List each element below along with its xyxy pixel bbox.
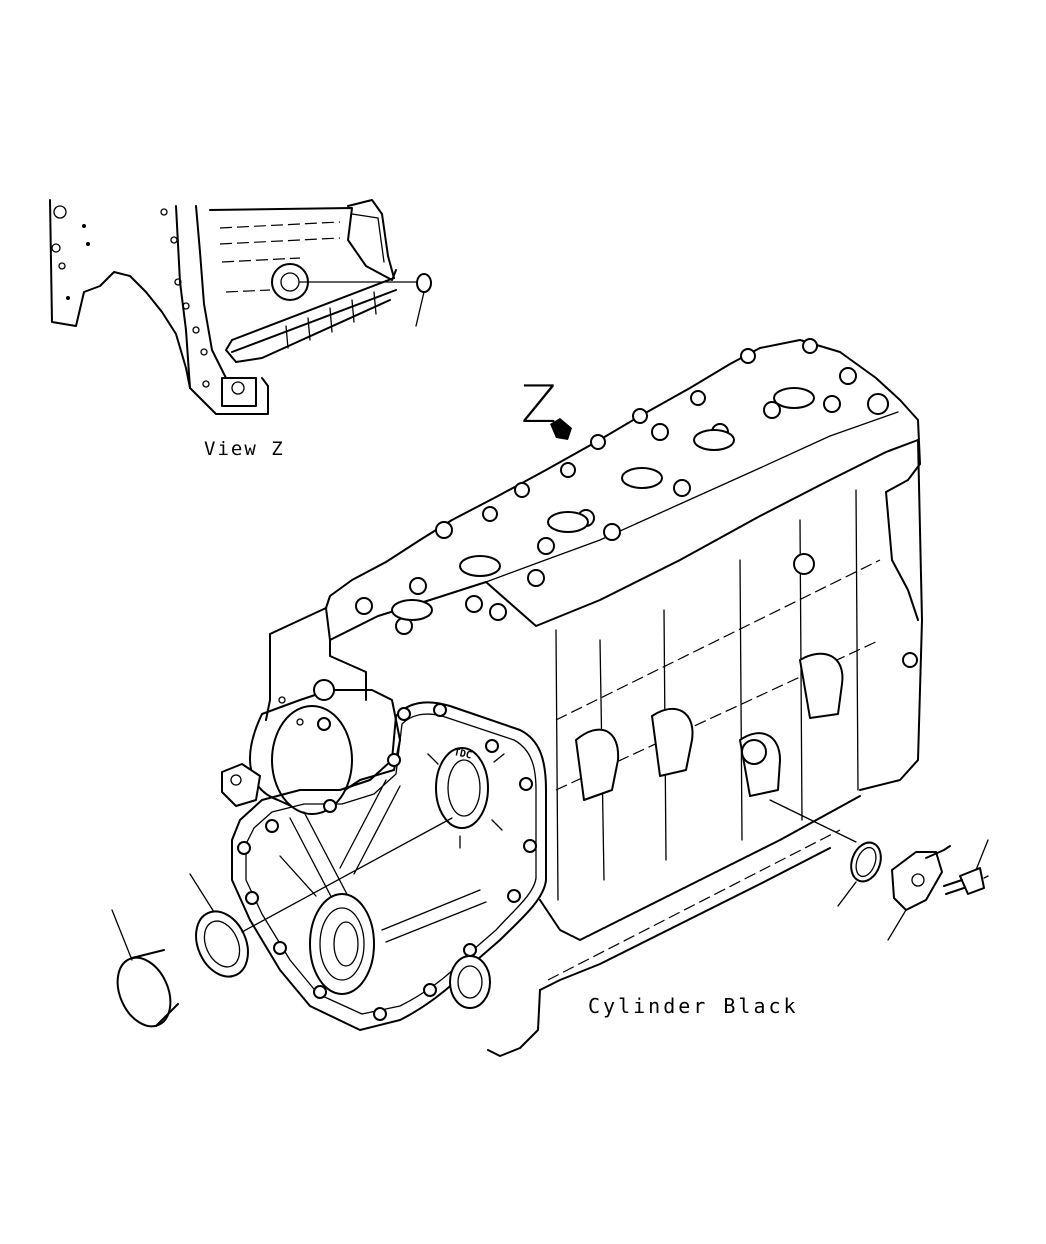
injector-bosses xyxy=(391,387,815,621)
front-cover xyxy=(231,701,547,1031)
side-o-ring xyxy=(769,799,882,907)
front-seal xyxy=(189,817,453,978)
bolt xyxy=(943,839,989,895)
cover-cap xyxy=(111,909,179,1028)
view-z-inset xyxy=(49,199,432,415)
view-z-label: View Z xyxy=(204,438,285,460)
cylinder-block-label: Cylinder Black xyxy=(588,994,799,1018)
cylinder-block xyxy=(221,338,923,1057)
gear-housing xyxy=(221,679,401,815)
exploded-parts xyxy=(111,799,989,1028)
bracket-plate xyxy=(887,845,951,941)
side-bosses xyxy=(575,393,918,801)
view-z-marker: Z xyxy=(521,375,557,435)
view-z-arrow xyxy=(550,418,572,440)
